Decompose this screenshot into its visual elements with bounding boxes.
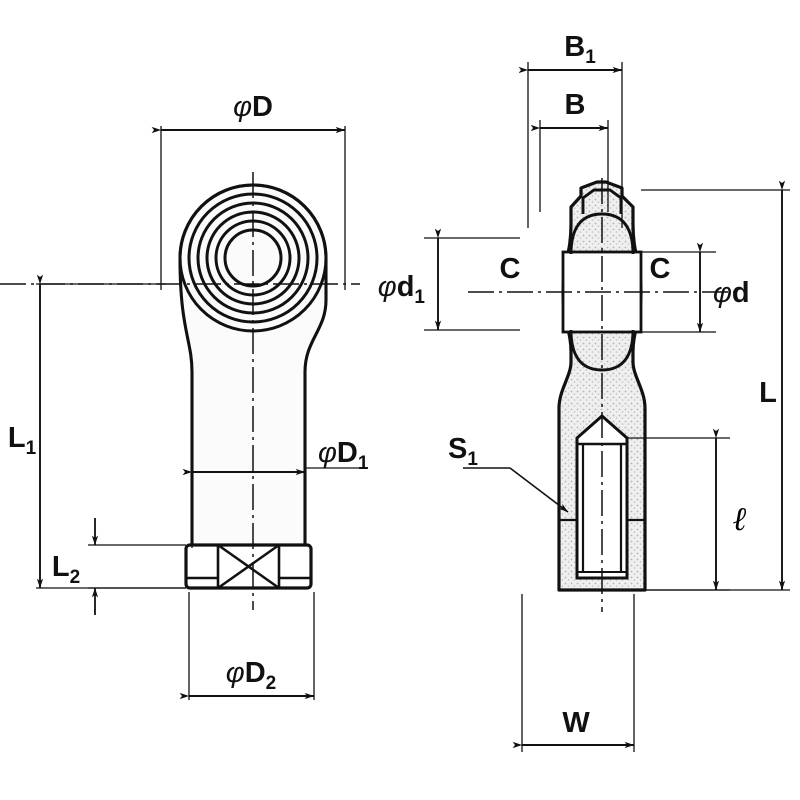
B1-sub: 1 — [585, 47, 596, 68]
label-phiD1: φD1 — [318, 437, 369, 474]
label-B1: B1 — [564, 31, 596, 68]
label-L2: L2 — [52, 551, 80, 588]
label-S1: S1 — [448, 433, 478, 470]
phid-base: d — [732, 277, 750, 309]
phiD2-base: D — [245, 657, 266, 689]
ball-upper-dome — [569, 212, 635, 255]
C-right-base: C — [650, 253, 671, 285]
phi-symbol-d: φ — [713, 277, 732, 309]
phi-symbol-D2: φ — [226, 657, 245, 689]
dimension-B: B — [530, 89, 609, 212]
L2-base: L — [52, 551, 70, 583]
dimension-phid1: φd1 — [378, 228, 520, 331]
front-view: φD L1 L2 φD1 — [0, 91, 369, 700]
ball-lower-dome — [569, 329, 635, 372]
S1-sub: 1 — [467, 449, 478, 470]
W-base: W — [562, 707, 590, 739]
dimension-W: W — [512, 594, 635, 752]
leader-S1: S1 — [448, 433, 569, 513]
hex-cross-line-b — [217, 543, 280, 590]
B-base: B — [565, 89, 586, 121]
phiD2-sub: 2 — [266, 673, 277, 694]
dimension-phid: φd — [641, 242, 750, 333]
phiD-base: D — [252, 91, 273, 123]
side-section-view: B1 B φd1 φd — [378, 31, 790, 752]
label-phid1: φd1 — [378, 271, 426, 308]
L-base: L — [759, 377, 777, 409]
label-W: W — [562, 707, 590, 739]
label-L1: L1 — [8, 422, 37, 459]
label-C-right: C — [650, 253, 671, 285]
label-ell: ℓ — [733, 502, 747, 538]
phi-symbol-d1: φ — [378, 271, 397, 303]
phid1-sub: 1 — [414, 287, 425, 308]
B1-base: B — [564, 31, 585, 63]
label-L: L — [759, 377, 777, 409]
L1-base: L — [8, 422, 26, 454]
phi-symbol-D1: φ — [318, 437, 337, 469]
phiD1-base: D — [337, 437, 358, 469]
dimension-L: L — [641, 180, 790, 591]
C-left-base: C — [500, 253, 521, 285]
phi-symbol-D: φ — [233, 91, 252, 123]
dimension-phiD1: φD1 — [182, 437, 369, 548]
label-B: B — [565, 89, 586, 121]
S1-leader-line — [509, 467, 569, 513]
L1-sub: 1 — [26, 438, 37, 459]
ell-base: ℓ — [733, 502, 747, 538]
phid1-base: d — [397, 271, 415, 303]
label-phiD: φD — [233, 91, 273, 123]
L2-sub: 2 — [70, 567, 81, 588]
label-phiD2: φD2 — [226, 657, 276, 694]
label-phid: φd — [713, 277, 750, 309]
dimension-phiD: φD — [151, 91, 346, 290]
S1-base: S — [448, 433, 467, 465]
hex-wrench-flat — [184, 543, 313, 590]
dimension-B1: B1 — [518, 31, 623, 228]
dimension-phiD2: φD2 — [179, 592, 315, 700]
dimension-L2: L2 — [52, 518, 186, 615]
label-C-left: C — [500, 253, 521, 285]
phiD1-sub: 1 — [358, 453, 369, 474]
